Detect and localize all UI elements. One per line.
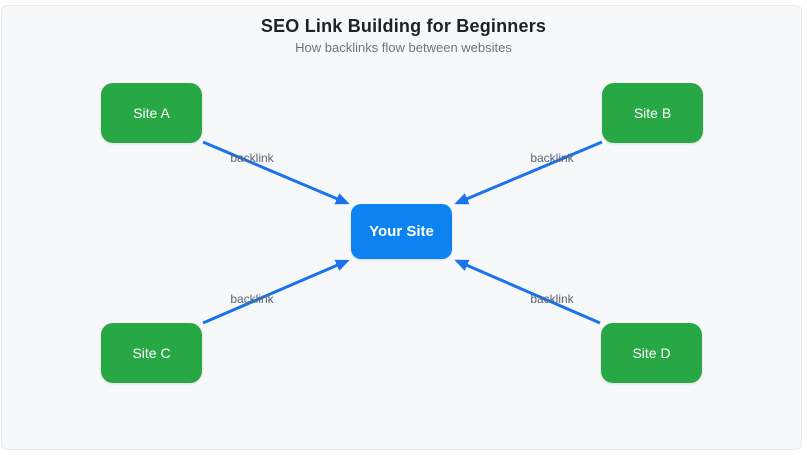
diagram-title: SEO Link Building for Beginners	[260, 16, 547, 36]
node-site-b: Site B	[602, 83, 703, 143]
node-site-c: Site C	[101, 323, 202, 383]
node-site-a-label: Site A	[133, 105, 170, 121]
node-site-b-label: Site B	[633, 105, 672, 121]
node-your-site-label: Your Site	[369, 223, 434, 240]
node-site-d-label: Site D	[632, 345, 671, 361]
node-your-site: Your Site	[351, 204, 452, 259]
node-site-a: Site A	[101, 83, 202, 143]
node-site-d: Site D	[601, 323, 702, 383]
diagram-subtitle: How backlinks flow between websites	[295, 40, 512, 55]
node-site-c-label: Site C	[132, 345, 171, 361]
